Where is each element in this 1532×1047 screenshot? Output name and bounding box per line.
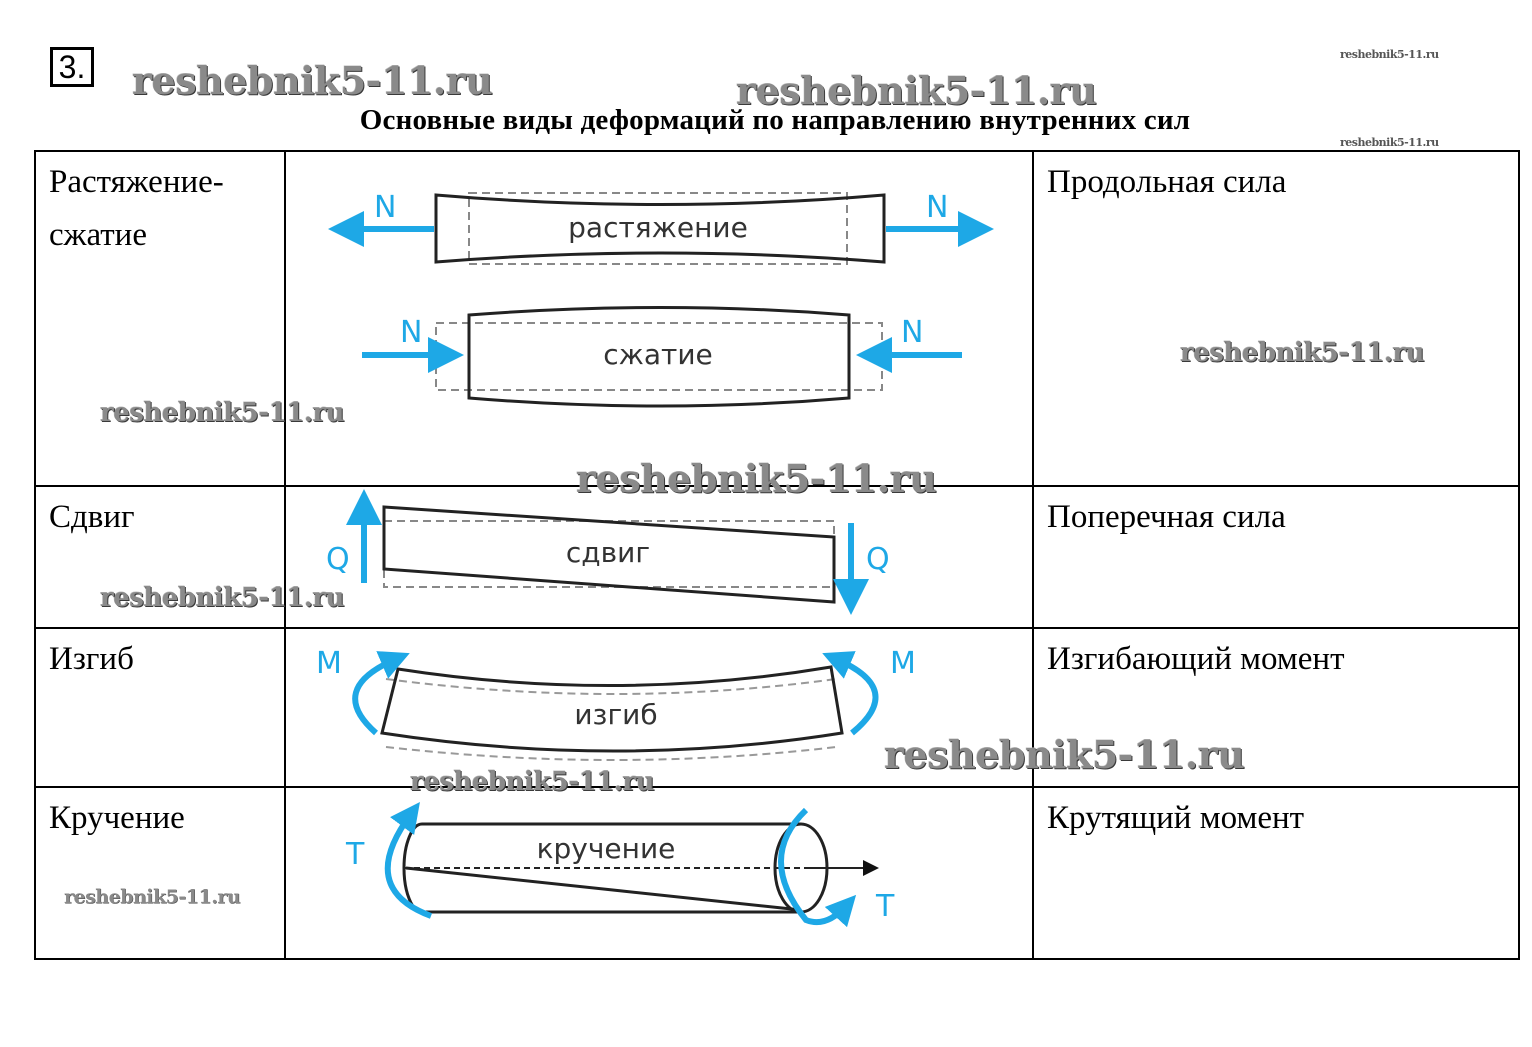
moment-arrow-left-icon (384, 801, 433, 919)
deformation-cell: Сдвиг (34, 485, 286, 629)
watermark: reshebnik5-11.ru (100, 583, 345, 613)
watermark: reshebnik5-11.ru (576, 456, 937, 501)
internal-force-name: Крутящий момент (1047, 800, 1305, 836)
internal-force-name: Изгибающий момент (1047, 641, 1345, 677)
deformation-name: Кручение (49, 800, 185, 836)
diagram-label: изгиб (574, 698, 657, 731)
force-label: Q (326, 542, 350, 577)
deformation-name: Растяжение-сжатие (49, 164, 224, 253)
force-label: M (890, 646, 916, 681)
deformation-cell: Изгиб (34, 627, 286, 788)
diagram-cell: изгиб M M (284, 627, 1034, 788)
tension-compression-svg: растяжение N N сжатие N N (328, 190, 994, 408)
watermark: reshebnik5-11.ru (884, 732, 1245, 777)
internal-force-cell: Продольная сила (1032, 150, 1520, 487)
force-label: N (901, 315, 923, 350)
force-label: N (926, 190, 948, 225)
deformation-cell: Кручение (34, 786, 286, 960)
watermark: reshebnik5-11.ru (1180, 338, 1425, 368)
table-row: Кручение кручение T T Кр (34, 786, 1520, 960)
table-row: Изгиб изгиб M M (34, 627, 1520, 788)
diagram-label: растяжение (568, 211, 748, 244)
cylinder-outline (422, 822, 801, 914)
moment-arrow-right-icon (778, 807, 857, 928)
force-label: N (400, 315, 422, 350)
internal-force-cell: Изгибающий момент (1032, 627, 1520, 788)
internal-force-name: Поперечная сила (1047, 499, 1286, 535)
force-label: M (316, 646, 342, 681)
deformation-cell: Растяжение-сжатие (34, 150, 286, 487)
table-row: Растяжение-сжатие рас (34, 150, 1520, 487)
tension-diagram: растяжение N N (328, 190, 994, 265)
tension-compression-diagram: растяжение N N сжатие N N (286, 152, 1032, 485)
diagram-label: сжатие (603, 338, 713, 371)
shear-svg: сдвиг Q Q (326, 489, 890, 615)
force-label: T (875, 889, 895, 924)
moment-arrow-right-icon (822, 651, 879, 736)
diagram-cell: сдвиг Q Q (284, 485, 1034, 629)
deformed-shape-outline (434, 193, 886, 264)
watermark: reshebnik5-11.ru (736, 68, 1097, 113)
force-label: Q (866, 542, 890, 577)
internal-force-cell: Крутящий момент (1032, 786, 1520, 960)
internal-force-name: Продольная сила (1047, 164, 1287, 200)
watermark: reshebnik5-11.ru (1340, 48, 1439, 61)
watermark: reshebnik5-11.ru (64, 886, 241, 908)
task-number: 3. (50, 47, 94, 87)
deformed-shape-outline (467, 306, 851, 408)
moment-arrow-left-icon (352, 651, 410, 736)
diagram-label: сдвиг (566, 536, 650, 569)
watermark: reshebnik5-11.ru (410, 767, 655, 797)
internal-force-cell: Поперечная сила (1032, 485, 1520, 629)
diagram-cell: растяжение N N сжатие N N (284, 150, 1034, 487)
deformed-shape-outline (380, 665, 844, 753)
watermark: reshebnik5-11.ru (100, 398, 345, 428)
force-label: N (374, 190, 396, 225)
torsion-diagram: кручение T T (286, 788, 1032, 958)
original-shape-outline (468, 192, 848, 265)
diagram-cell: кручение T T (284, 786, 1034, 960)
table-row: Сдвиг сдвиг Q Q Поперечная сила (34, 485, 1520, 629)
compression-diagram: сжатие N N (362, 306, 962, 408)
deformation-name: Сдвиг (49, 499, 135, 535)
shear-diagram: сдвиг Q Q (286, 487, 1032, 627)
deformations-table: Растяжение-сжатие рас (34, 150, 1520, 960)
torsion-svg: кручение T T (345, 801, 895, 928)
force-label: T (345, 837, 365, 872)
twist-line (405, 866, 802, 912)
watermark: reshebnik5-11.ru (1340, 136, 1439, 149)
deformation-name: Изгиб (49, 641, 134, 677)
page-title: Основные виды деформаций по направлению … (359, 104, 1191, 136)
diagram-label: кручение (537, 832, 676, 865)
watermark: reshebnik5-11.ru (132, 58, 493, 103)
bending-svg: изгиб M M (316, 646, 916, 761)
bending-diagram: изгиб M M (286, 629, 1032, 786)
original-shape-outline (385, 678, 837, 761)
